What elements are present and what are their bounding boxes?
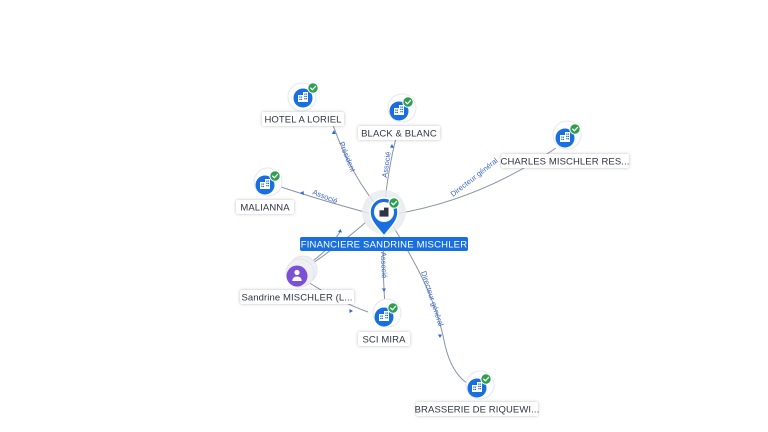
node-label-bg <box>236 200 294 214</box>
node-malianna[interactable]: MALIANNA <box>236 167 294 214</box>
node-label-malianna: MALIANNA <box>240 203 290 214</box>
node-label-charles: CHARLES MISCHLER RES... <box>501 157 630 168</box>
node-brasserie[interactable]: BRASSERIE DE RIQUEWI... <box>415 370 540 416</box>
node-center[interactable]: FINANCIERE SANDRINE MISCHLER <box>300 190 468 251</box>
edge-label-brasserie: Directeur général <box>419 270 445 328</box>
node-black[interactable]: BLACK & BLANC <box>358 93 440 140</box>
node-scimira[interactable]: SCI MIRA <box>358 298 410 346</box>
verified-check-icon <box>269 170 281 182</box>
edge-malianna <box>277 185 373 215</box>
verified-check-icon <box>307 82 319 94</box>
arrow-hotel <box>331 130 336 134</box>
edge-label-malianna: Associé <box>311 188 339 206</box>
node-hotel[interactable]: HOTEL A LORIEL <box>262 82 344 126</box>
person-icon <box>292 269 302 281</box>
node-charles[interactable]: CHARLES MISCHLER RES... <box>501 120 630 168</box>
verified-check-icon <box>569 123 581 135</box>
node-label-bg <box>358 126 440 140</box>
node-label-bg <box>501 154 629 168</box>
node-label-scimira: SCI MIRA <box>362 335 406 346</box>
node-label-center: FINANCIERE SANDRINE MISCHLER <box>301 240 468 251</box>
verified-check-icon <box>387 302 399 314</box>
node-label-hotel: HOTEL A LORIEL <box>264 115 341 126</box>
arrow-brasserie <box>438 334 442 338</box>
node-label-black: BLACK & BLANC <box>361 129 437 140</box>
edge-label-black: Associé <box>380 151 393 178</box>
node-label-bg <box>262 112 344 126</box>
verified-check-icon <box>388 197 400 209</box>
verified-check-icon <box>480 373 492 385</box>
node-label-bg <box>358 332 410 346</box>
arrow-scimira <box>382 288 386 292</box>
node-label-bg <box>416 402 538 416</box>
person-circle <box>286 265 308 287</box>
edge-label-hotel: Président <box>337 140 358 174</box>
node-label-bg <box>240 290 354 304</box>
arrow-malianna <box>300 191 304 195</box>
edge-brasserie <box>389 221 471 386</box>
node-sandrine[interactable]: Sandrine MISCHLER (L... <box>240 255 354 304</box>
center-label-bg <box>300 237 468 251</box>
node-label-brasserie: BRASSERIE DE RIQUEWI... <box>415 405 540 416</box>
node-label-sandrine: Sandrine MISCHLER (L... <box>241 293 352 304</box>
verified-check-icon <box>402 96 414 108</box>
arrow-center-left <box>338 229 342 233</box>
arrow-sandrine <box>349 309 353 313</box>
arrow-black <box>390 144 394 148</box>
edge-label-scimira: Associé <box>379 252 389 279</box>
